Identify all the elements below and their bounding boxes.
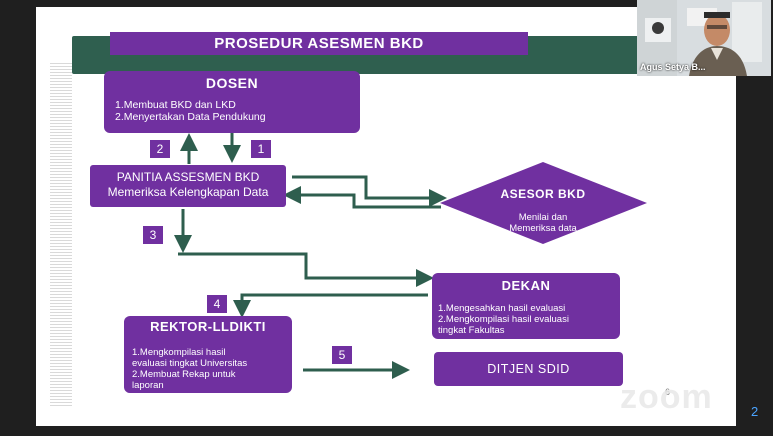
asesor-line: Menilai dan <box>518 212 568 223</box>
arrow-to-asesor <box>292 175 447 207</box>
dosen-line: 1.Membuat BKD dan LKD <box>115 99 236 111</box>
flow-arrows <box>174 132 647 379</box>
panitia-subtitle: Memeriksa Kelengkapan Data <box>107 185 269 199</box>
arrow-from-asesor <box>283 186 441 209</box>
asesor-label: ASESOR BKD Menilai dan Memeriksa data <box>476 187 610 234</box>
panitia-box: PANITIA ASSESMEN BKD Memeriksa Kelengkap… <box>90 165 286 207</box>
slide-decoration <box>50 63 72 408</box>
dekan-line: tingkat Fakultas <box>438 325 505 336</box>
step-number: 2 <box>150 140 170 158</box>
step-number: 1 <box>251 140 271 158</box>
dekan-line: 2.Mengkompilasi hasil evaluasi <box>438 314 569 325</box>
dekan-line: 1.Mengesahkan hasil evaluasi <box>438 303 566 314</box>
arrow-to-dekan <box>178 252 434 287</box>
step-number: 3 <box>143 226 163 244</box>
ditjen-title: DITJEN SDID <box>487 362 570 376</box>
dosen-line: 2.Menyertakan Data Pendukung <box>115 111 266 123</box>
zoom-watermark: zoom <box>620 378 713 416</box>
step-number: 4 <box>207 295 227 313</box>
asesor-diamond <box>440 162 647 244</box>
rektor-line: 1.Mengkompilasi hasil <box>132 347 226 358</box>
arrow-step-4 <box>233 293 428 318</box>
slide-title: PROSEDUR ASESMEN BKD <box>110 32 528 55</box>
slide-page-number: 6 <box>665 387 671 397</box>
rektor-title: REKTOR-LLDIKTI <box>150 319 266 334</box>
rektor-box: REKTOR-LLDIKTI 1.Mengkompilasi hasil eva… <box>124 316 292 393</box>
asesor-title: ASESOR BKD <box>500 187 586 201</box>
dosen-box: DOSEN 1.Membuat BKD dan LKD 2.Menyertaka… <box>104 71 360 133</box>
rektor-line: 2.Membuat Rekap untuk <box>132 369 236 380</box>
rektor-line: evaluasi tingkat Universitas <box>132 358 248 369</box>
rektor-line: laporan <box>132 380 164 391</box>
dosen-title: DOSEN <box>205 75 259 91</box>
dekan-box: DEKAN 1.Mengesahkan hasil evaluasi 2.Men… <box>432 273 620 339</box>
presentation-slide: PROSEDUR ASESMEN BKD DOSE <box>36 7 736 426</box>
ditjen-box: DITJEN SDID <box>434 352 623 386</box>
panitia-title: PANITIA ASSESMEN BKD <box>116 170 260 184</box>
participant-video-tile[interactable]: Agus Setya B... <box>637 0 771 76</box>
participant-name: Agus Setya B... <box>640 62 706 72</box>
asesor-line: Memeriksa data <box>509 223 577 234</box>
participant-video <box>637 0 771 76</box>
dekan-title: DEKAN <box>501 278 551 293</box>
step-number: 5 <box>332 346 352 364</box>
page-indicator: 2 <box>751 404 759 419</box>
